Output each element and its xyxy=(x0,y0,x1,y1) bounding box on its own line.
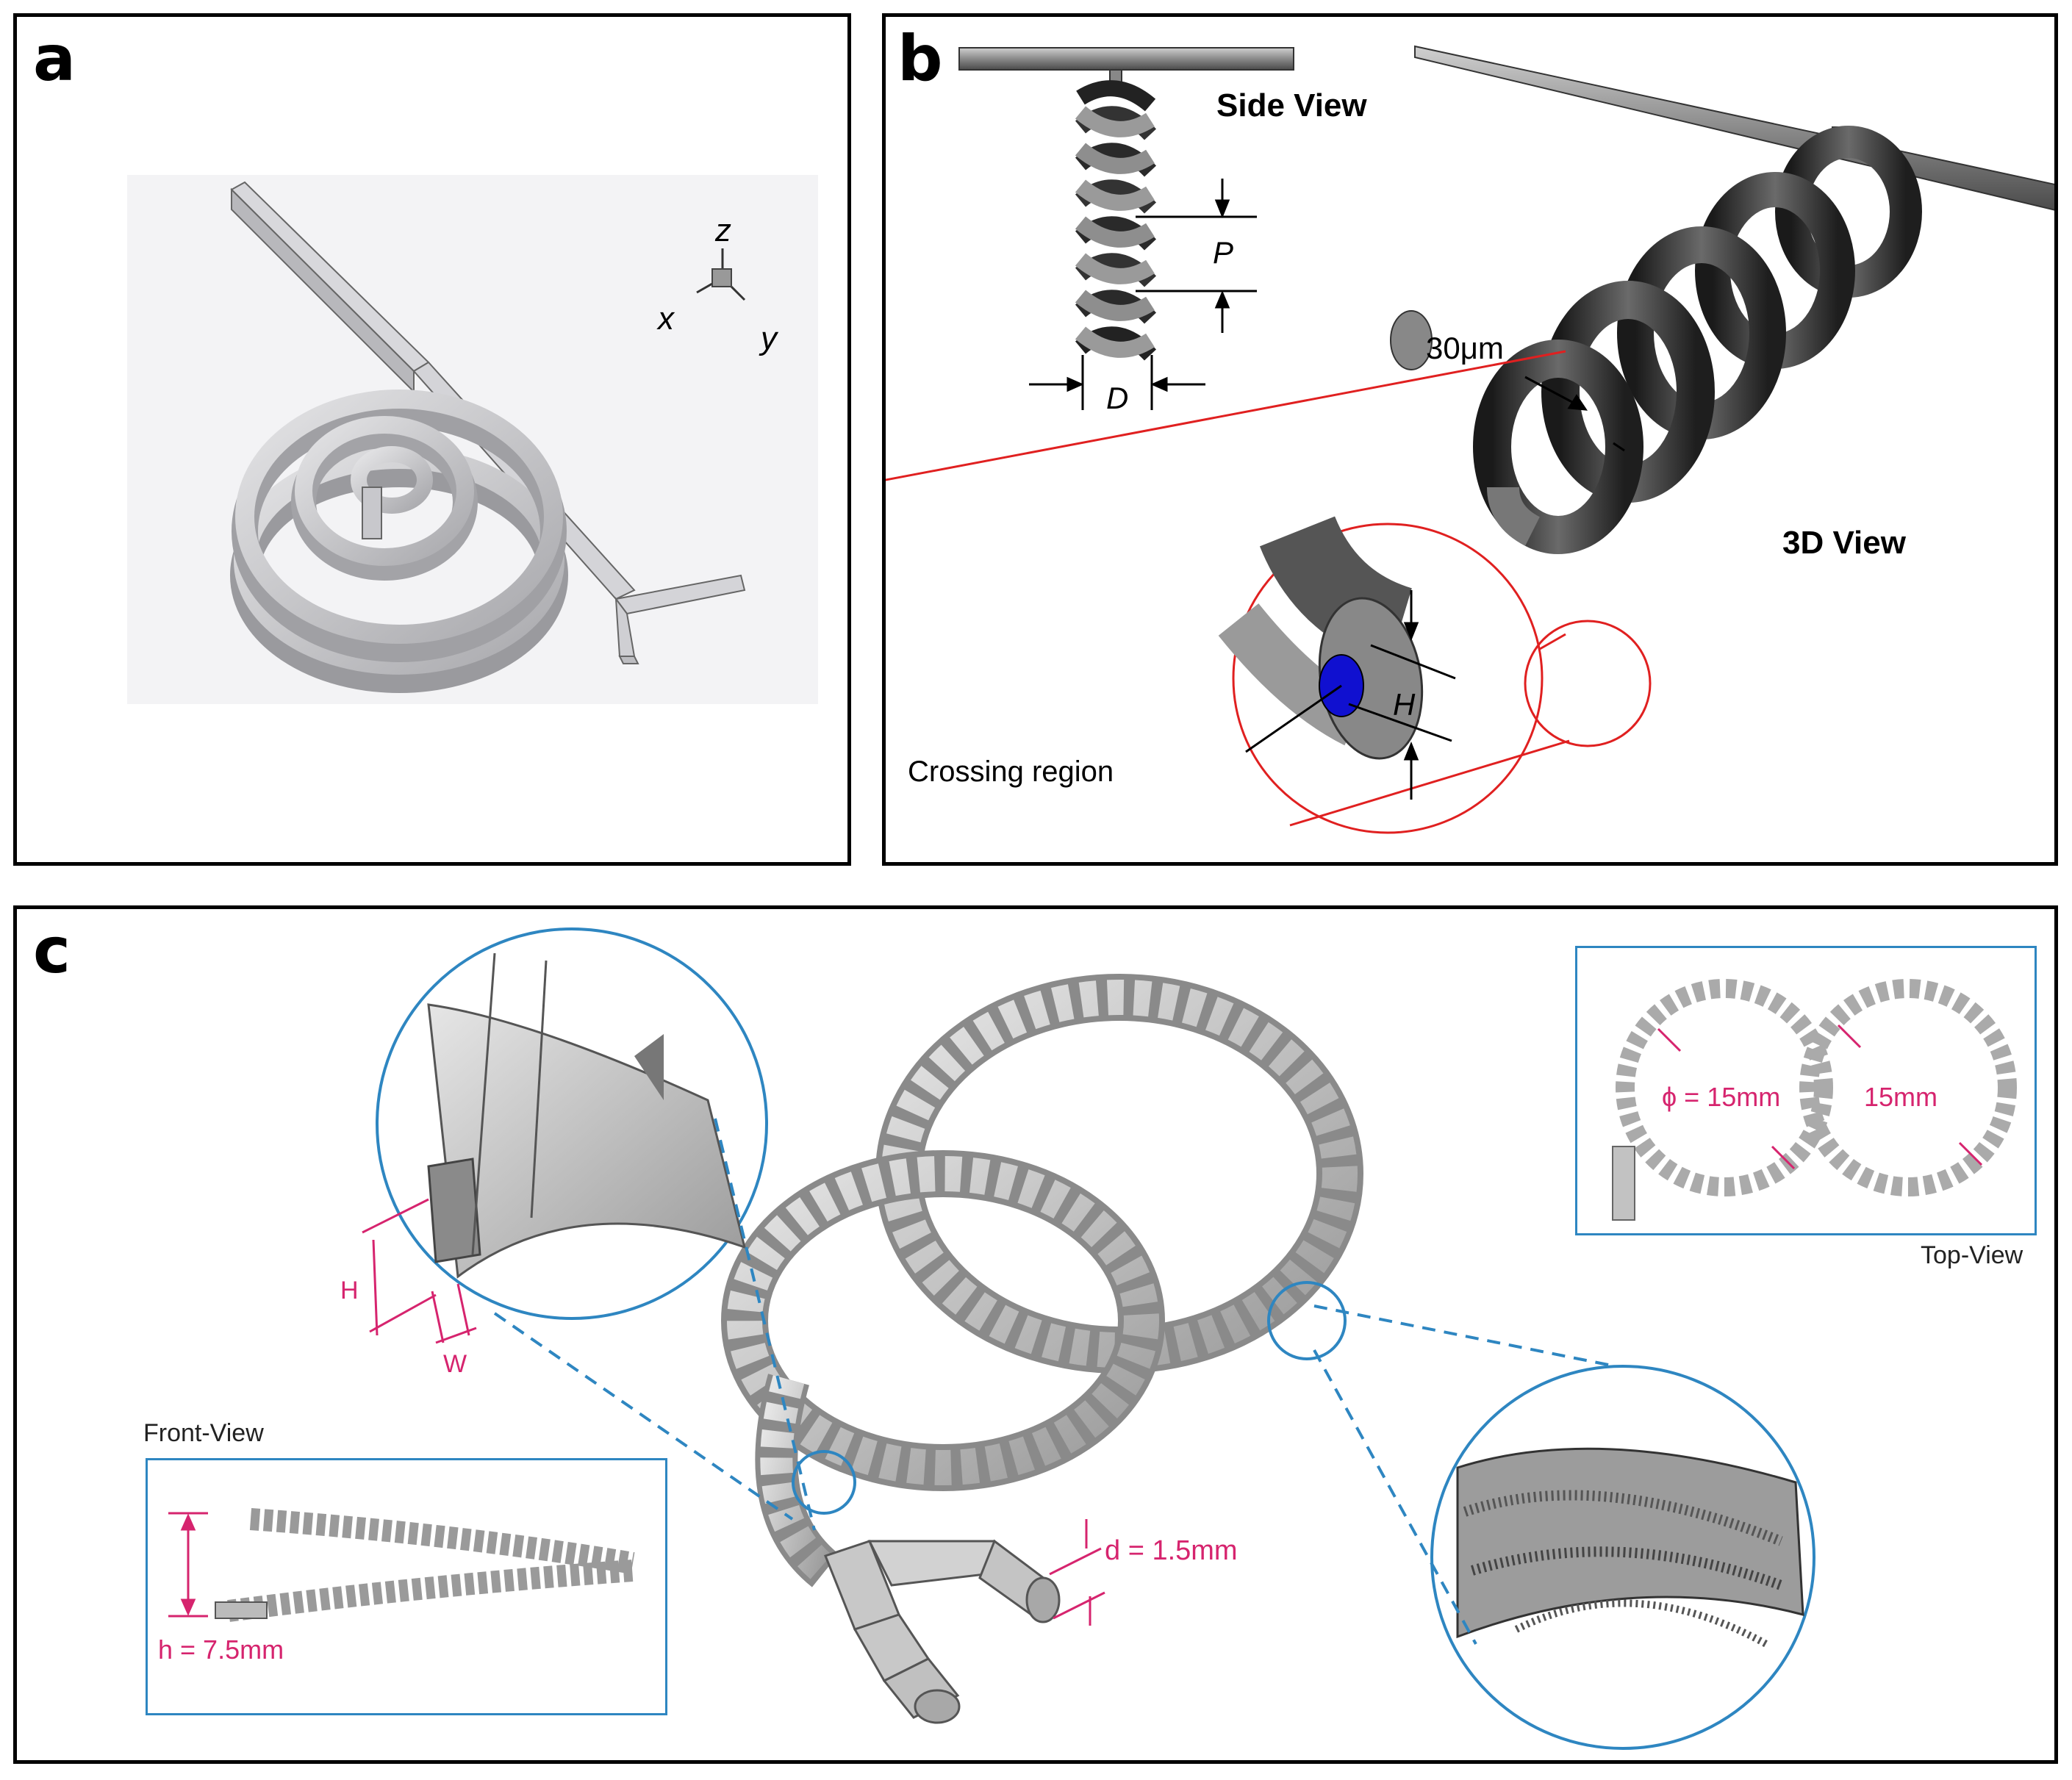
d-dimension xyxy=(1049,1519,1105,1626)
axis-y-label: y xyxy=(759,320,779,356)
front-view-h-dimension xyxy=(168,1512,208,1618)
panel-a: a z x y xyxy=(13,13,851,866)
crossing-highlight-circle xyxy=(1524,620,1652,747)
top-view-inset: ϕ = 15mm 15mm xyxy=(1575,946,2037,1235)
right-connector-bottom xyxy=(1313,1349,1477,1645)
crossing-closeup xyxy=(1218,515,1424,760)
pitch-dimension xyxy=(1136,179,1257,333)
panel-a-label: a xyxy=(33,22,76,96)
top-view-ring-right xyxy=(1799,979,2017,1196)
pitch-label: P xyxy=(1213,235,1233,270)
spiral-middle-ring xyxy=(235,390,563,644)
panel-c-figure: d = 1.5mm H W xyxy=(340,927,1815,1750)
magnifier-link-bottom xyxy=(1289,739,1570,827)
h-dim-label: h = 7.5mm xyxy=(158,1634,284,1665)
y-branch-down xyxy=(618,656,639,664)
front-view-caption: Front-View xyxy=(143,1419,264,1447)
phi-label: ϕ = 15mm xyxy=(1662,1082,1780,1112)
spiral-core xyxy=(351,446,433,514)
h-label: H xyxy=(340,1277,359,1305)
w-label: W xyxy=(443,1350,467,1378)
top-view-caption: Top-View xyxy=(1921,1241,2023,1269)
panel-a-figure: z x y xyxy=(127,175,818,704)
left-highlight-circle xyxy=(792,1450,856,1515)
magnifier-link-top xyxy=(886,350,1566,481)
thickness-marker xyxy=(1524,376,1625,452)
thickness-label: 30μm xyxy=(1426,331,1504,365)
front-view-upper-coil xyxy=(249,1508,635,1574)
hw-dimension xyxy=(362,1198,477,1344)
panel-b-figure: Side View P D xyxy=(886,45,2054,834)
front-view-lower-coil xyxy=(227,1560,634,1622)
d-label: d = 1.5mm xyxy=(1105,1535,1238,1566)
panel-c: c xyxy=(13,905,2058,1764)
three-d-title: 3D View xyxy=(1782,525,1907,561)
axis-x-label: x xyxy=(656,301,675,337)
crossing-label: Crossing region xyxy=(908,756,1114,788)
left-closeup xyxy=(427,952,747,1279)
twisted-channel xyxy=(721,974,1363,1587)
panel-b: b xyxy=(882,13,2058,866)
axis-triad xyxy=(696,248,746,301)
top-view-dimension-arrows xyxy=(1657,1024,1983,1170)
top-view-ring-left xyxy=(1616,979,1833,1196)
three-d-helix xyxy=(1473,126,1922,554)
diameter-label: D xyxy=(1106,381,1128,415)
axis-z-label: z xyxy=(714,212,731,248)
helix-end-cap xyxy=(1390,310,1433,370)
mesh-closeup xyxy=(1456,1447,1804,1648)
left-connector-bottom xyxy=(493,1312,794,1521)
front-view-inset: h = 7.5mm xyxy=(146,1458,667,1715)
right-highlight-circle xyxy=(1267,1281,1347,1360)
y-outlet xyxy=(824,1539,1061,1724)
ring2-label: 15mm xyxy=(1864,1082,1937,1112)
side-view-rod xyxy=(958,47,1294,71)
panel-b-label: b xyxy=(897,22,943,96)
height-dimension xyxy=(1245,590,1456,800)
side-view-helix xyxy=(1075,80,1157,361)
right-connector-top xyxy=(1313,1305,1616,1368)
left-connector-top xyxy=(714,1118,816,1531)
height-label: H xyxy=(1393,687,1416,722)
diameter-dimension xyxy=(1029,355,1205,410)
spiral-inner-ring xyxy=(295,416,474,566)
panel-c-label: c xyxy=(33,914,71,988)
side-view-title: Side View xyxy=(1216,87,1367,123)
